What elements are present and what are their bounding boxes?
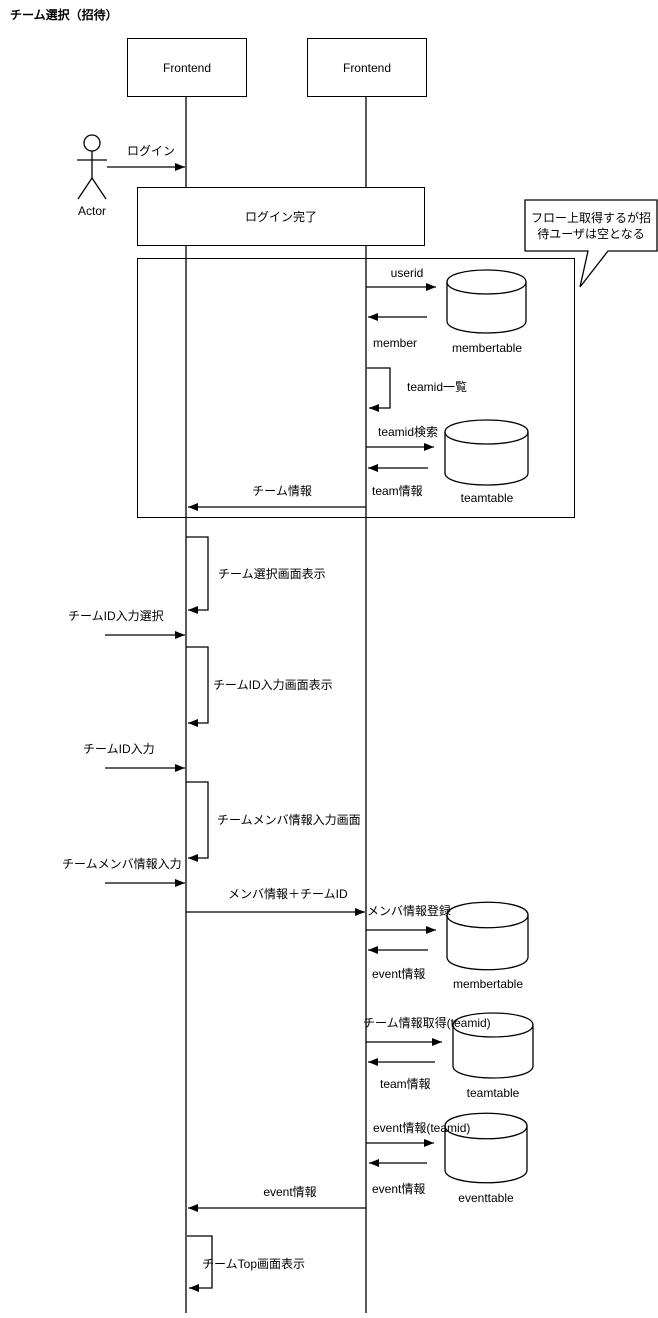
participant-frontend-2: Frontend: [307, 38, 427, 97]
self-message-show-team-id-input: [186, 646, 209, 727]
database-label-membertable-2: membertable: [452, 977, 524, 991]
self-message-show-team-select: [186, 536, 209, 614]
participant-frontend-1-label: Frontend: [162, 60, 212, 75]
database-label-eventtable: eventtable: [458, 1191, 514, 1205]
message-label-event-info-db2: event情報: [372, 1182, 426, 1196]
fragment-frame: [137, 258, 575, 518]
message-label-team-id-input: チームID入力: [83, 742, 155, 756]
participant-frontend-1: Frontend: [127, 38, 247, 97]
note-text: フロー上取得するが招待ユーザは空となる: [530, 210, 651, 241]
message-label-show-team-select: チーム選択画面表示: [218, 567, 326, 581]
message-label-team-info-db: team情報: [372, 484, 423, 498]
message-label-show-member-info-input: チームメンバ情報入力画面: [217, 813, 361, 827]
message-label-select-team-id-input: チームID入力選択: [68, 609, 164, 623]
message-label-userid: userid: [390, 266, 424, 280]
database-label-membertable-1: membertable: [451, 341, 523, 355]
message-label-teamid-list: teamid一覧: [406, 380, 468, 394]
database-label-teamtable-2: teamtable: [466, 1086, 520, 1100]
actor-figure: [77, 134, 107, 200]
database-membertable-2: [446, 901, 529, 971]
message-label-team-info-db2: team情報: [380, 1077, 431, 1091]
database-label-teamtable-1: teamtable: [460, 491, 514, 505]
message-label-login: ログイン: [126, 144, 176, 158]
message-label-member-info-plus-team-id: メンバ情報＋チームID: [228, 887, 348, 901]
message-label-team-info-get: チーム情報取得(teamid): [363, 1016, 491, 1030]
actor-label: Actor: [78, 204, 120, 218]
login-complete-label: ログイン完了: [244, 210, 317, 224]
message-label-show-team-id-input: チームID入力画面表示: [213, 678, 333, 692]
login-complete-box: ログイン完了: [137, 187, 425, 246]
message-label-member-info-input: チームメンバ情報入力: [62, 857, 182, 871]
message-label-event-info-return: event情報: [263, 1185, 317, 1199]
self-message-show-member-info-input: [186, 781, 209, 862]
message-label-teamid-search: teamid検索: [377, 425, 439, 439]
message-label-member: member: [373, 336, 418, 350]
message-label-member-info-register: メンバ情報登録: [367, 904, 452, 918]
message-label-event-info-teamid: event情報(teamid): [373, 1121, 471, 1135]
message-label-show-team-top: チームTop画面表示: [202, 1257, 305, 1271]
actor-label-text: Actor: [77, 204, 107, 218]
message-label-event-info-db1: event情報: [372, 967, 426, 981]
participant-frontend-2-label: Frontend: [342, 60, 392, 75]
diagram-title: チーム選択（招待）: [10, 8, 118, 22]
message-label-team-info: チーム情報: [252, 484, 312, 498]
